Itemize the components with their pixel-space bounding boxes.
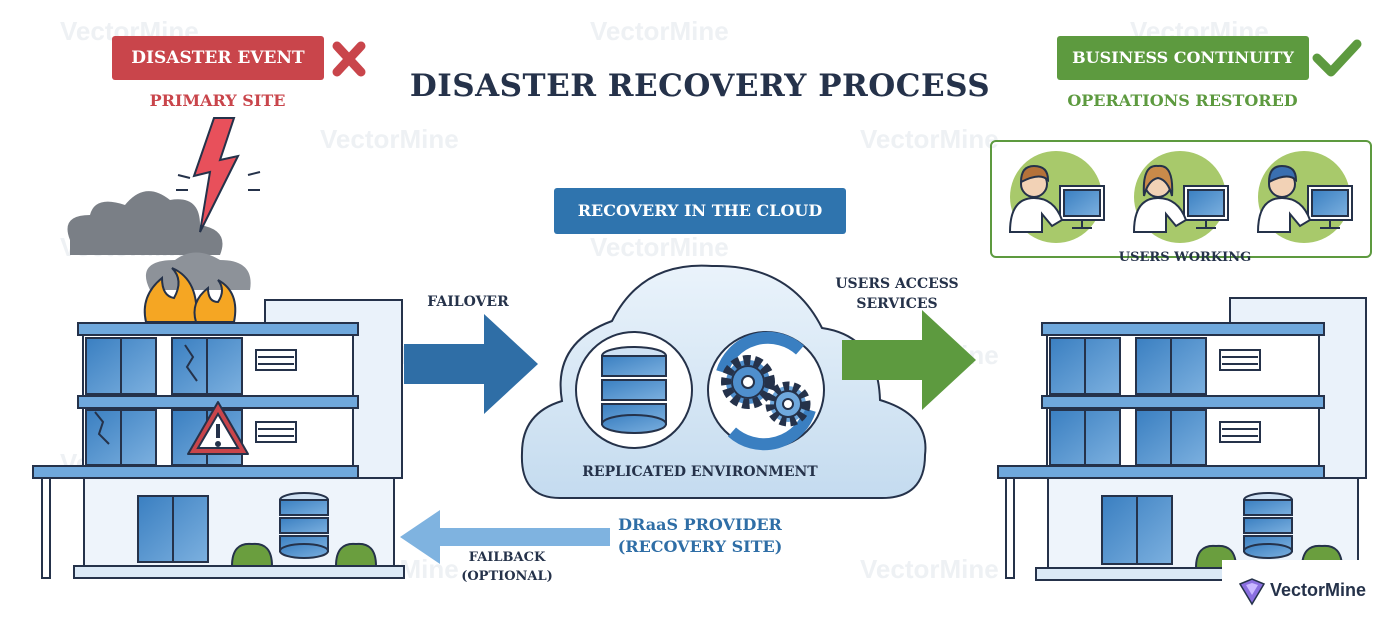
watermark: VectorMine (590, 232, 729, 262)
server-icon (1243, 492, 1293, 559)
database-icon (601, 346, 667, 434)
fire-icon (143, 267, 198, 323)
server-icon (279, 492, 329, 559)
failover-arrow (404, 314, 538, 414)
primary-site-label: PRIMARY SITE (149, 91, 286, 110)
users-panel (1008, 151, 1353, 243)
cloud-icon (520, 264, 927, 500)
operations-restored-label: OPERATIONS RESTORED (1067, 91, 1298, 110)
user-working-1 (1008, 151, 1105, 243)
failback-label: FAILBACK (OPTIONAL) (461, 550, 553, 584)
replicated-environment-label: REPLICATED ENVIRONMENT (582, 464, 818, 480)
gears-icon (716, 331, 816, 451)
recovery-cloud-badge: RECOVERY IN THE CLOUD (554, 188, 846, 234)
smoke (67, 191, 223, 255)
failback-arrow (400, 510, 610, 564)
restored-building (997, 297, 1367, 581)
users-access-label: USERS ACCESS SERVICES (835, 276, 959, 312)
watermark: VectorMine (590, 16, 729, 46)
failover-label: FAILOVER (427, 294, 509, 310)
users-working-label: USERS WORKING (1118, 250, 1252, 265)
disaster-event-badge: DISASTER EVENT (112, 36, 324, 80)
user-working-3 (1256, 151, 1353, 243)
watermark: VectorMine (860, 554, 999, 584)
brand-name: VectorMine (1270, 580, 1367, 600)
page-title: DISASTER RECOVERY PROCESS (409, 68, 991, 104)
users-working-frame (990, 140, 1372, 258)
close-icon (332, 41, 366, 77)
watermark: VectorMine (860, 124, 999, 154)
watermark: VectorMine (320, 124, 459, 154)
business-continuity-badge: BUSINESS CONTINUITY (1057, 36, 1309, 80)
check-icon (1312, 39, 1362, 77)
draas-provider-label: DRaaS PROVIDER (RECOVERY SITE) (617, 515, 783, 556)
user-working-2 (1132, 151, 1229, 243)
primary-site-building (32, 117, 405, 579)
brand-logo-icon (1238, 578, 1266, 606)
users-access-arrow (842, 310, 976, 410)
lightning-rays (176, 171, 261, 191)
lightning-icon (192, 117, 240, 233)
